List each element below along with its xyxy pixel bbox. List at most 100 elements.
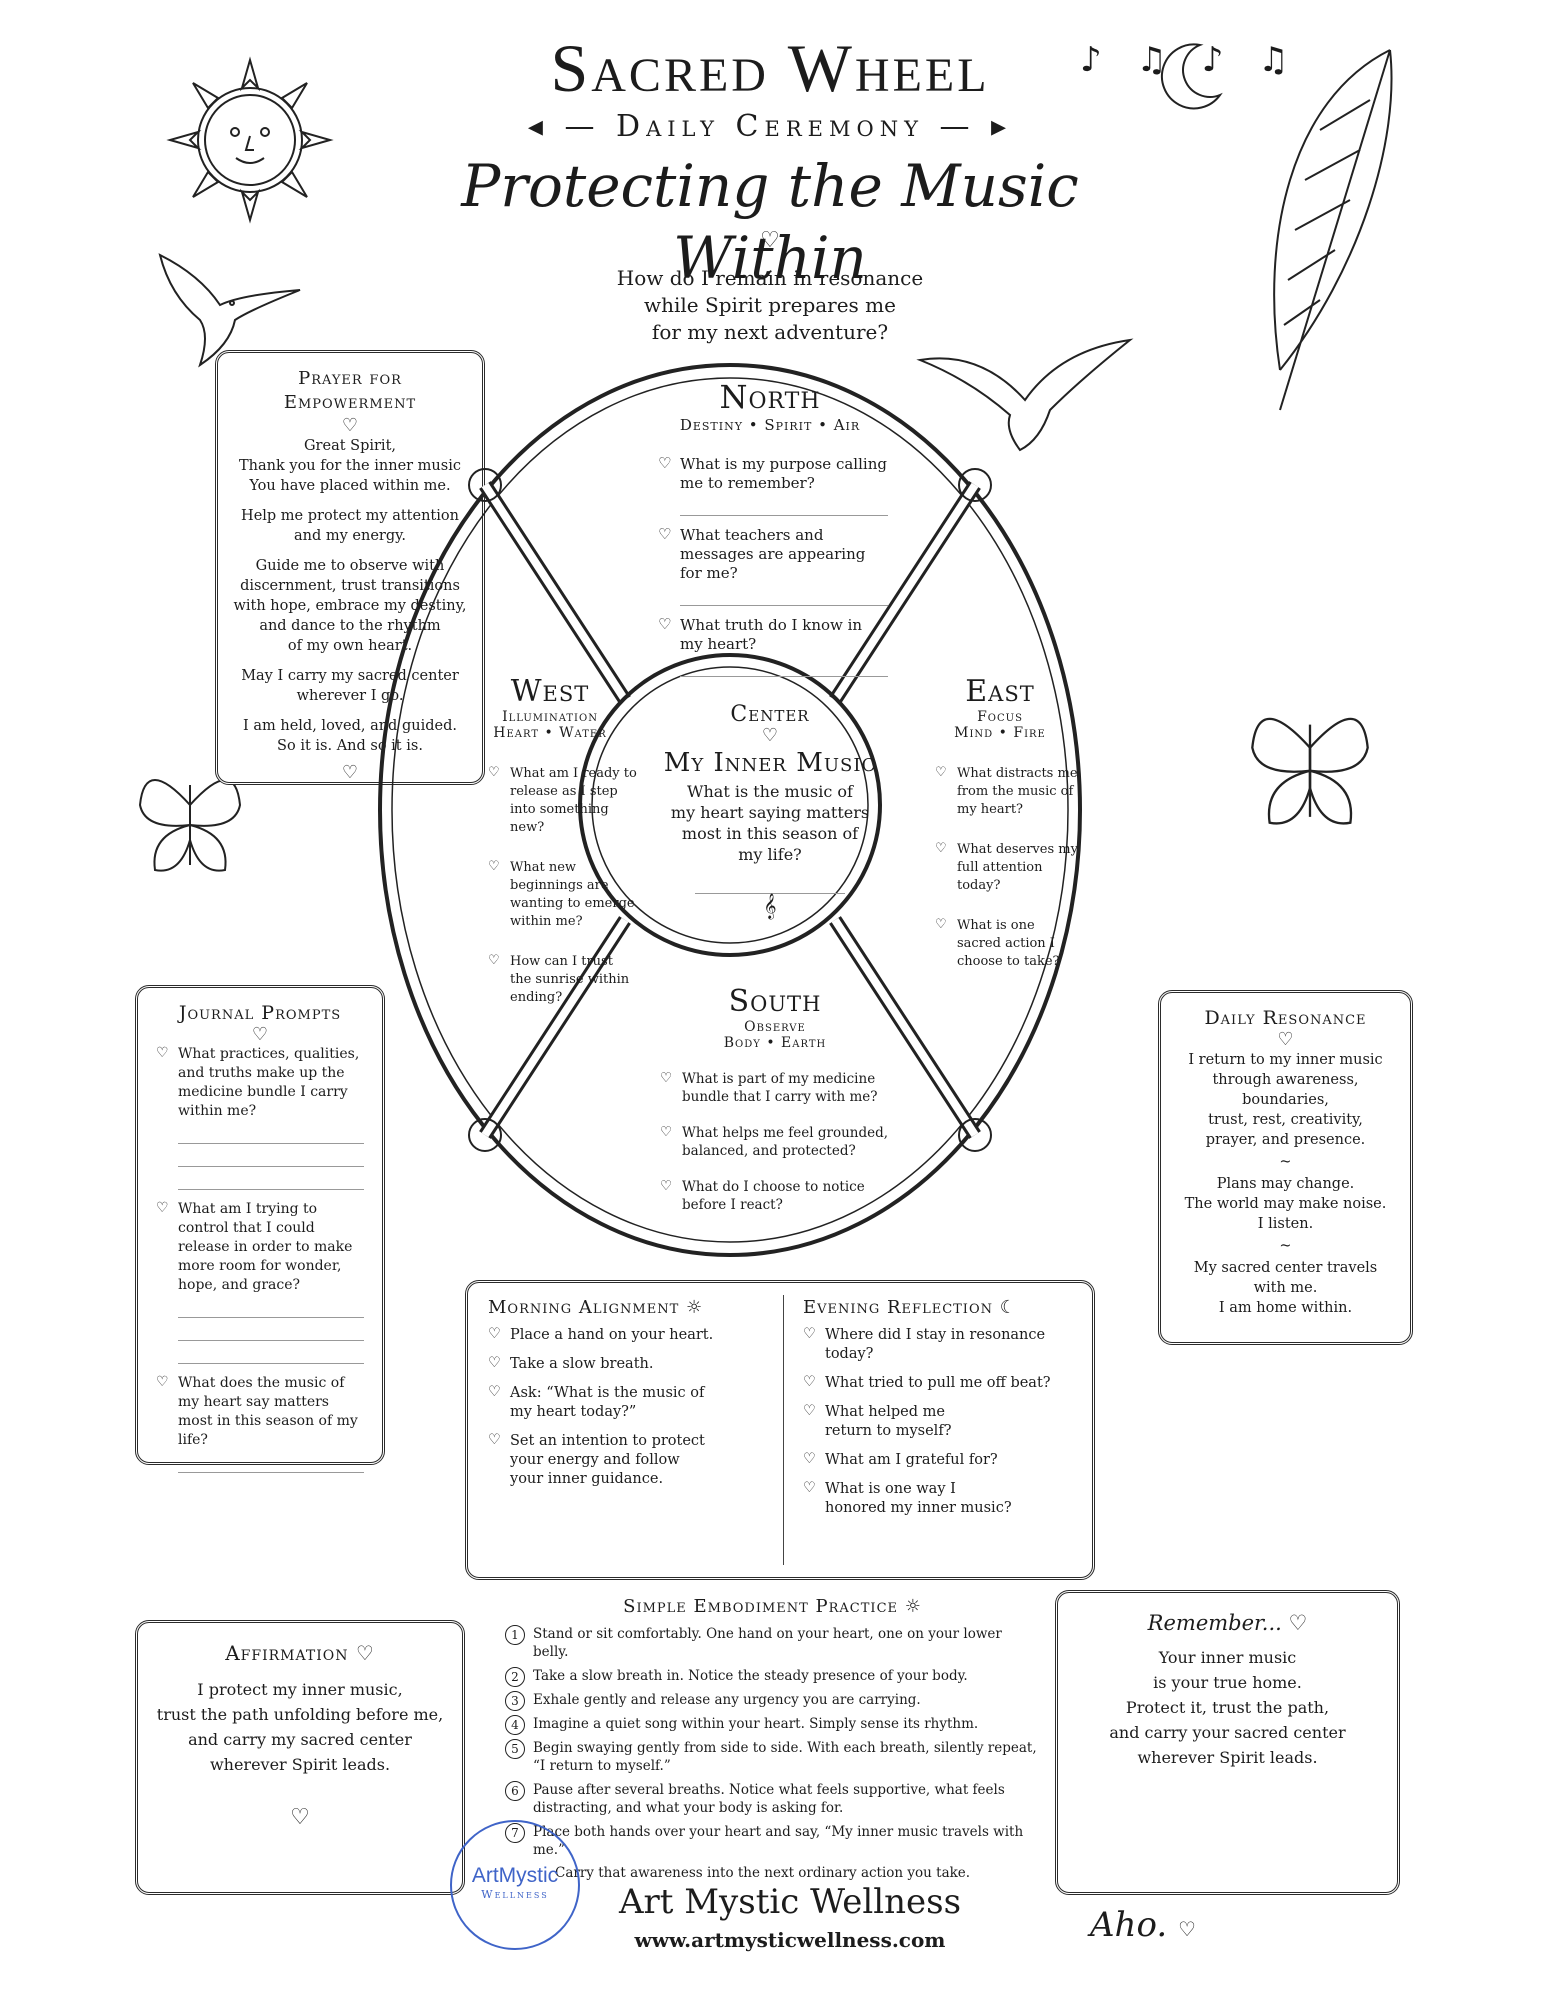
center-section: Center ♡ My Inner Music What is the musi… (640, 702, 900, 920)
list-item: What does the music of my heart say matt… (156, 1373, 364, 1473)
list-item: What am I trying to control that I could… (156, 1199, 364, 1364)
prompt-text: What practices, qualities, and truths ma… (178, 1046, 360, 1119)
sun-icon: ☼ (904, 1596, 922, 1617)
north-subtitle: Destiny • Spirit • Air (679, 416, 861, 434)
list-item: What is my purpose calling me to remembe… (658, 454, 888, 516)
panel-divider (783, 1295, 784, 1565)
question-text: What is part of my medicine bundle that … (682, 1071, 878, 1105)
resonance-title: Daily Resonance (1204, 1007, 1367, 1029)
footer-url[interactable]: www.artmysticwellness.com (634, 1928, 946, 1952)
heart-icon: ♡ (760, 228, 780, 253)
step-number: 4 (505, 1715, 525, 1735)
remember-line: Your inner music (1158, 1648, 1297, 1667)
prayer-paragraph: Help me protect my attention and my ener… (232, 506, 468, 546)
moon-icon (1160, 43, 1223, 110)
prayer-line: discernment, trust transitions (240, 578, 460, 594)
question-text: What is my purpose calling me to remembe… (680, 455, 887, 492)
east-title: East (965, 674, 1035, 709)
prayer-paragraph: I am held, loved, and guided. So it is. … (232, 716, 468, 756)
answer-line[interactable] (680, 658, 888, 677)
heart-icon: ♡ (1177, 1917, 1196, 1941)
step-number: 1 (505, 1625, 525, 1645)
affirmation-line: wherever Spirit leads. (209, 1755, 391, 1774)
step-text: Exhale gently and release any urgency yo… (533, 1692, 921, 1708)
center-question-line: What is the music of (687, 782, 853, 801)
resonance-paragraph: I return to my inner music through aware… (1173, 1050, 1398, 1150)
prayer-line: of my own heart. (287, 638, 413, 654)
resonance-line: My sacred center travels (1193, 1260, 1378, 1276)
evening-title: Evening Reflection (803, 1297, 993, 1318)
center-question-line: my life? (738, 845, 802, 864)
evening-section: Evening Reflection ☾ Where did I stay in… (803, 1297, 1078, 1528)
prayer-line: Help me protect my attention (241, 508, 459, 524)
logo-text: ArtMystic (471, 1864, 559, 1887)
question-line: while Spirit prepares me (644, 293, 896, 317)
list-item: How can I trust the sunrise within endin… (488, 952, 638, 1007)
prompt-text: What does the music of my heart say matt… (178, 1375, 358, 1448)
resonance-line: I return to my inner music (1188, 1052, 1383, 1068)
affirmation-panel: Affirmation ♡ I protect my inner music, … (135, 1620, 465, 1895)
list-item: Ask: “What is the music of my heart toda… (488, 1383, 710, 1422)
answer-line[interactable] (178, 1299, 364, 1318)
question-text: What new beginnings are wanting to emerg… (510, 860, 635, 929)
answer-line[interactable] (680, 497, 888, 516)
question-text: How can I trust the sunrise within endin… (510, 954, 630, 1005)
remember-line: is your true home. (1153, 1673, 1302, 1692)
north-section: North Destiny • Spirit • Air (640, 378, 900, 434)
center-question-line: my heart saying matters (670, 803, 870, 822)
prayer-line: I am held, loved, and guided. (243, 718, 457, 734)
hummingbird-icon (158, 253, 301, 368)
affirmation-line: and carry my sacred center (188, 1730, 412, 1749)
question-text: What do I choose to notice before I reac… (682, 1179, 865, 1213)
list-item: Place a hand on your heart. (488, 1325, 758, 1345)
list-item: What helped me return to myself? (803, 1402, 995, 1441)
resonance-line: prayer, and presence. (1205, 1132, 1366, 1148)
morning-section: Morning Alignment ☼ Place a hand on your… (488, 1297, 758, 1499)
affirmation-title: Affirmation (225, 1641, 349, 1665)
answer-line[interactable] (680, 587, 888, 606)
center-question-line: most in this season of (681, 824, 859, 843)
journal-panel: Journal Prompts ♡ What practices, qualit… (135, 985, 385, 1473)
question-text: What truth do I know in my heart? (680, 616, 863, 653)
resonance-line: Plans may change. (1216, 1176, 1355, 1192)
list-item: What practices, qualities, and truths ma… (156, 1044, 364, 1190)
question-line: for my next adventure? (651, 320, 889, 344)
footer-brand: Art Mystic Wellness (618, 1882, 962, 1922)
answer-line[interactable] (695, 875, 845, 894)
list-item: What tried to pull me off beat? (803, 1373, 1078, 1393)
west-title: West (510, 674, 590, 709)
answer-line[interactable] (178, 1345, 364, 1364)
answer-line[interactable] (178, 1322, 364, 1341)
resonance-paragraph: My sacred center travels with me. I am h… (1173, 1258, 1398, 1318)
step-text: Begin swaying gently from side to side. … (533, 1740, 1037, 1774)
arrow-right-icon: — ▸ (923, 109, 1013, 144)
south-title: South (728, 984, 822, 1019)
answer-line[interactable] (178, 1171, 364, 1190)
remember-line: wherever Spirit leads. (1137, 1748, 1318, 1767)
remember-line: and carry your sacred center (1109, 1723, 1346, 1742)
sun-icon: ☼ (685, 1297, 704, 1318)
east-subtitle: Focus (977, 709, 1023, 725)
answer-line[interactable] (178, 1454, 364, 1473)
answer-line[interactable] (178, 1148, 364, 1167)
header-question: How do I remain in resonance while Spiri… (560, 265, 980, 346)
list-item: What do I choose to notice before I reac… (660, 1177, 900, 1214)
answer-line[interactable] (178, 1125, 364, 1144)
south-section: South Observe Body • Earth (700, 984, 850, 1052)
heart-icon: ♡ (1288, 1611, 1308, 1635)
script-title: Protecting the Music Within (461, 152, 1079, 292)
west-questions: What am I ready to release as I step int… (488, 764, 638, 1017)
arrow-left-icon: ◂ — (527, 109, 617, 144)
list-item: Take a slow breath. (488, 1354, 758, 1374)
list-item: What is one way I honored my inner music… (803, 1479, 1015, 1518)
question-text: What teachers and messages are appearing… (680, 526, 866, 582)
prayer-title: Prayer for Empowerment (283, 368, 417, 413)
sign-text: Aho. (1090, 1905, 1168, 1945)
embodiment-title: Simple Embodiment Practice (623, 1596, 898, 1617)
list-item: What distracts me from the music of my h… (935, 764, 1080, 819)
alignment-panel: Morning Alignment ☼ Place a hand on your… (465, 1280, 1095, 1580)
journal-title: Journal Prompts (178, 1002, 342, 1024)
step-number: 6 (505, 1781, 525, 1801)
divider: ~ (1279, 1238, 1292, 1254)
